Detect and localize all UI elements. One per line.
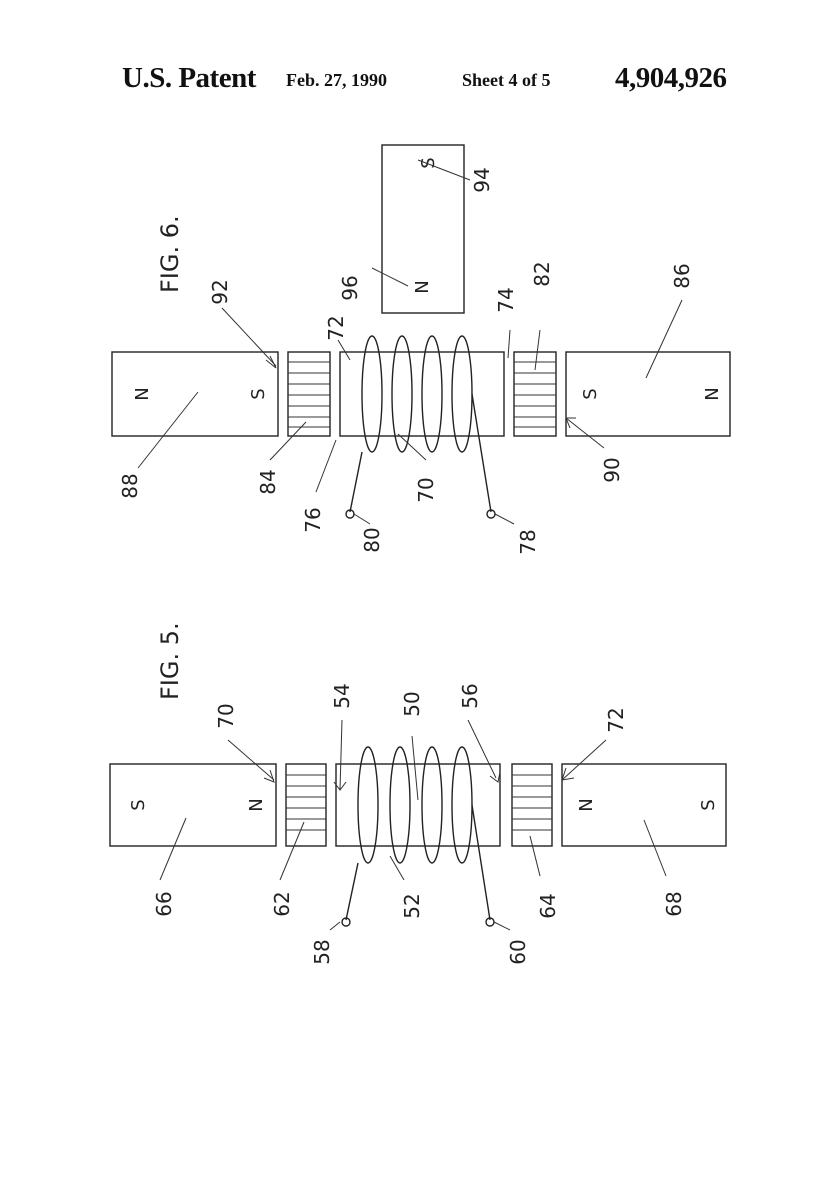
fig5-right-pole-piece [511,763,553,847]
fig5-left-magnet [109,763,277,847]
fig5-reference-numerals: 66 70 62 58 54 52 50 56 60 64 72 68 [152,683,686,964]
fig5-left-magnet-s-pole: S [128,799,149,810]
fig6-leader-lines [137,159,683,525]
fig6-left-magnet-n-pole: N [132,387,153,400]
fig5-ref-64: 64 [536,893,560,918]
fig6-ref-78: 78 [516,529,540,554]
fig6-right-magnet-s-pole: S [580,388,601,399]
fig5-ref-56: 56 [458,683,482,708]
fig6-ref-90: 90 [600,457,624,482]
fig6-ref-82: 82 [530,261,554,286]
fig6-top-magnet-s-pole: S [418,157,439,168]
fig6-left-magnet-s-pole: S [248,388,269,399]
fig5-right-magnet-s-pole: S [698,799,719,810]
header-patent-number: 4,904,926 [615,62,727,94]
fig5-ref-66: 66 [152,891,176,916]
fig5-ref-62: 62 [270,891,294,916]
header-title: U.S. Patent [122,62,256,94]
fig5-ref-54: 54 [330,683,354,708]
fig6-top-magnet [381,144,465,314]
fig5-ref-72: 72 [604,707,628,732]
fig6-right-magnet [565,351,731,437]
fig5-ref-52: 52 [400,893,424,918]
fig6-ref-72: 72 [324,315,348,340]
fig6-ref-70: 70 [414,477,438,502]
fig5-right-magnet-n-pole: N [576,798,597,811]
fig6-left-magnet [111,351,279,437]
fig6-ref-84: 84 [256,469,280,494]
header-date: Feb. 27, 1990 [286,70,387,90]
fig6-left-pole-piece [287,351,331,437]
fig5-left-pole-piece [285,763,327,847]
fig5-coil [341,746,495,927]
fig6-ref-74: 74 [494,287,518,312]
fig5-core [335,763,501,847]
fig6-right-pole-piece [513,351,557,437]
fig6-ref-96: 96 [338,275,362,300]
header-sheet: Sheet 4 of 5 [462,70,551,90]
figure-5: FIG. 5. S N N S [109,622,727,965]
fig6-ref-92: 92 [208,279,232,304]
figure-6: FIG. 6. S N N S [111,144,731,555]
page-header: U.S. Patent Feb. 27, 1990 Sheet 4 of 5 4… [0,62,816,102]
fig5-ref-50: 50 [400,691,424,716]
fig6-ref-86: 86 [670,263,694,288]
fig5-caption: FIG. 5. [156,622,184,700]
fig5-ref-70: 70 [214,703,238,728]
fig5-ref-68: 68 [662,891,686,916]
fig6-top-magnet-n-pole: N [412,280,433,293]
fig6-right-magnet-n-pole: N [702,387,723,400]
fig5-right-magnet [561,763,727,847]
fig5-ref-58: 58 [310,939,334,964]
fig6-reference-numerals: 88 92 84 76 72 80 96 70 94 74 78 82 90 8… [118,167,694,554]
fig5-terminal-58 [341,917,351,927]
fig6-coil [345,335,496,519]
fig5-ref-60: 60 [506,939,530,964]
fig6-ref-80: 80 [360,527,384,552]
fig5-left-magnet-n-pole: N [246,798,267,811]
fig6-ref-88: 88 [118,473,142,498]
fig5-leader-lines [159,719,667,931]
fig6-ref-76: 76 [301,507,325,532]
fig6-ref-94: 94 [470,167,494,192]
fig6-caption: FIG. 6. [156,215,184,293]
